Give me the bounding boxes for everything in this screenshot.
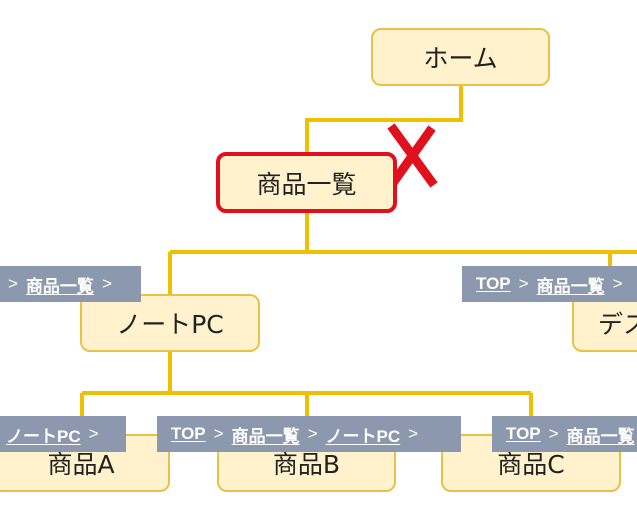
breadcrumb-product-a: ノートPC > xyxy=(0,416,126,452)
connector-home-to-product-list xyxy=(305,86,463,152)
breadcrumb-link-top[interactable]: TOP xyxy=(476,274,511,293)
breadcrumb-separator: > xyxy=(548,424,559,443)
node-notebook-label: ノートPC xyxy=(116,310,224,339)
node-product-b-label: 商品B xyxy=(272,450,341,479)
breadcrumb-separator: > xyxy=(408,424,419,443)
node-notebook: ノートPC xyxy=(80,294,260,352)
node-desktop: デス xyxy=(572,294,637,352)
breadcrumb-link-product-list[interactable]: 商品一覧 xyxy=(231,426,300,446)
node-product-c-label: 商品C xyxy=(497,450,565,479)
breadcrumb-notebook: > 商品一覧 > xyxy=(0,266,141,302)
breadcrumb-separator: > xyxy=(518,274,529,293)
breadcrumb-separator: > xyxy=(88,424,99,443)
breadcrumb-link-notebook[interactable]: ノートPC xyxy=(325,426,401,446)
breadcrumb-link-top[interactable]: TOP xyxy=(506,424,541,443)
node-product-a-label: 商品A xyxy=(47,450,115,479)
breadcrumb-link-product-list[interactable]: 商品一覧 xyxy=(566,426,635,446)
breadcrumb-separator: > xyxy=(8,274,18,293)
breadcrumb-product-c: TOP > 商品一覧 xyxy=(492,416,637,452)
node-product-list-label: 商品一覧 xyxy=(256,169,357,199)
breadcrumb-separator: > xyxy=(101,274,112,293)
breadcrumb-link-product-list[interactable]: 商品一覧 xyxy=(25,276,94,296)
node-home: ホーム xyxy=(371,28,550,86)
breadcrumb-link-product-list[interactable]: 商品一覧 xyxy=(536,276,605,296)
node-home-label: ホーム xyxy=(423,44,498,73)
breadcrumb-separator: > xyxy=(213,424,224,443)
node-desktop-label: デス xyxy=(598,310,637,339)
node-product-list: 商品一覧 xyxy=(216,152,397,213)
breadcrumb-link-top[interactable]: TOP xyxy=(171,424,206,443)
cross-mark-icon xyxy=(387,123,438,188)
breadcrumb-desktop: TOP > 商品一覧 > xyxy=(462,266,637,302)
breadcrumb-separator: > xyxy=(612,274,623,293)
breadcrumb-separator: > xyxy=(307,424,318,443)
breadcrumb-link-notebook[interactable]: ノートPC xyxy=(6,426,81,446)
breadcrumb-product-b: TOP > 商品一覧 > ノートPC > xyxy=(157,416,461,452)
